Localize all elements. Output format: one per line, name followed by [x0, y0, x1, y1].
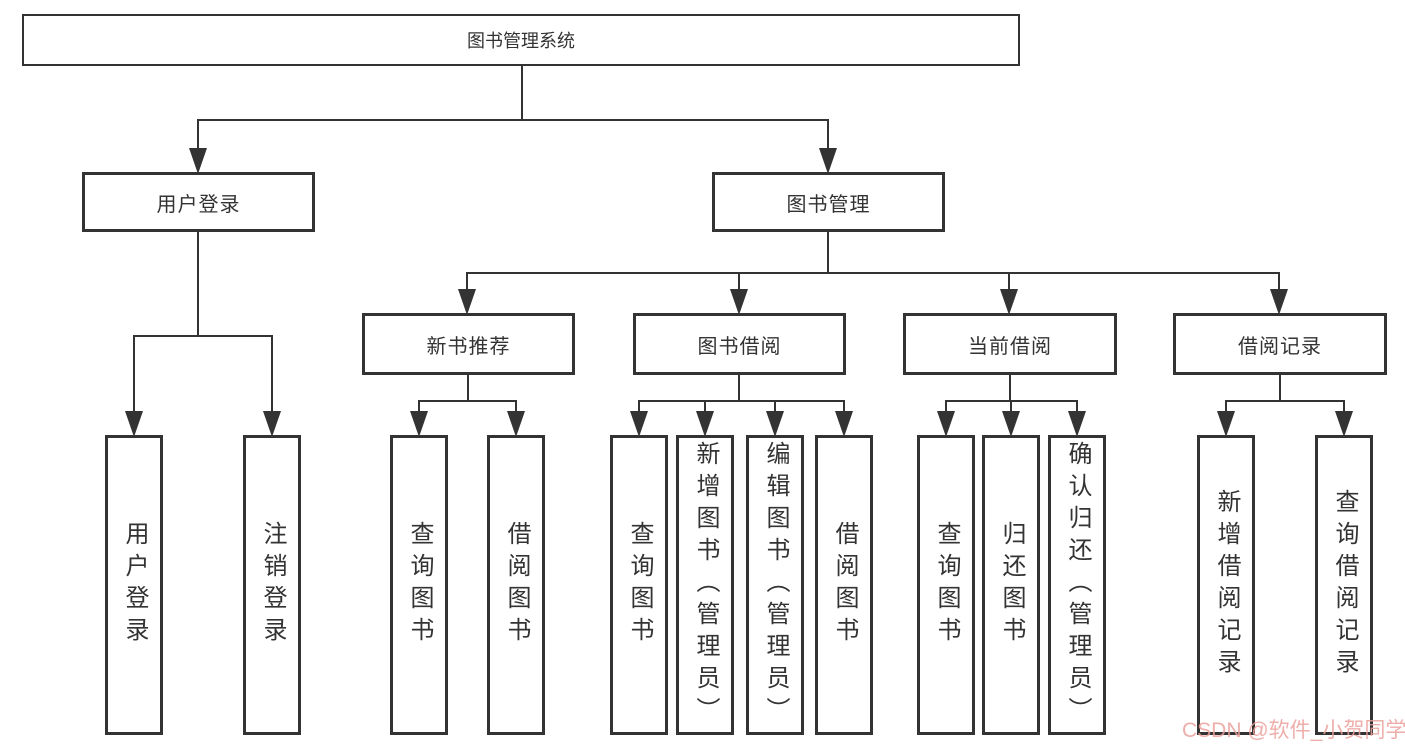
leaf-add-books-admin: 新增图书（管理员）: [676, 435, 734, 735]
node-label: 新增借阅记录: [1213, 489, 1240, 681]
connector-line: [843, 400, 845, 416]
connector-line: [197, 119, 829, 121]
node-label: 图书管理: [786, 193, 871, 216]
connector-line: [1076, 400, 1078, 416]
arrowhead-down-icon: [835, 411, 853, 437]
node-label: 新增图书（管理员）: [692, 441, 719, 729]
leaf-confirm-return-admin: 确认归还（管理员）: [1048, 435, 1106, 735]
connector-line: [418, 400, 517, 402]
node-borrow-records: 借阅记录: [1173, 313, 1387, 375]
connector-line: [738, 375, 740, 402]
connector-line: [197, 232, 199, 335]
node-label: 用户登录: [156, 193, 241, 216]
connector-line: [1225, 400, 1227, 416]
arrowhead-down-icon: [507, 411, 525, 437]
connector-line: [133, 335, 135, 417]
connector-line: [704, 400, 706, 416]
arrowhead-down-icon: [125, 411, 143, 437]
node-book-borrow: 图书借阅: [633, 313, 846, 375]
arrowhead-down-icon: [730, 289, 748, 315]
connector-line: [945, 400, 947, 416]
connector-line: [467, 375, 469, 402]
leaf-add-borrow-record: 新增借阅记录: [1197, 435, 1255, 735]
connector-line: [827, 119, 829, 153]
node-label: 确认归还（管理员）: [1064, 441, 1091, 729]
connector-line: [1343, 400, 1345, 416]
connector-line: [418, 400, 420, 416]
node-label: 借阅记录: [1238, 335, 1322, 358]
node-label: 查询借阅记录: [1331, 489, 1358, 681]
connector-line: [1008, 272, 1010, 294]
node-user-login-group: 用户登录: [82, 172, 315, 232]
arrowhead-down-icon: [630, 411, 648, 437]
connector-line: [466, 272, 1280, 274]
arrowhead-down-icon: [1270, 289, 1288, 315]
leaf-edit-books-admin: 编辑图书（管理员）: [746, 435, 804, 735]
connector-line: [1009, 375, 1011, 402]
node-label: 借阅图书: [503, 521, 530, 649]
node-label: 编辑图书（管理员）: [762, 441, 789, 729]
connector-line: [133, 335, 273, 337]
leaf-return-books: 归还图书: [982, 435, 1040, 735]
connector-line: [638, 400, 845, 402]
connector-line: [738, 272, 740, 294]
connector-line: [1010, 400, 1012, 416]
connector-line: [515, 400, 517, 416]
node-label: 注销登录: [259, 521, 286, 649]
connector-line: [521, 66, 523, 119]
leaf-query-books-current: 查询图书: [917, 435, 975, 735]
node-book-management-group: 图书管理: [712, 172, 945, 232]
arrowhead-down-icon: [766, 411, 784, 437]
arrowhead-down-icon: [1335, 411, 1353, 437]
leaf-borrow-books-recommend: 借阅图书: [487, 435, 545, 735]
node-root-system: 图书管理系统: [22, 14, 1020, 66]
arrowhead-down-icon: [410, 411, 428, 437]
leaf-logout: 注销登录: [243, 435, 301, 735]
arrowhead-down-icon: [937, 411, 955, 437]
node-label: 图书管理系统: [467, 31, 575, 51]
node-label: 归还图书: [998, 521, 1025, 649]
connector-line: [774, 400, 776, 416]
watermark: CSDN @软件_小贺同学: [1182, 719, 1405, 742]
connector-line: [466, 272, 468, 294]
leaf-query-books-borrow: 查询图书: [610, 435, 668, 735]
leaf-query-borrow-record: 查询借阅记录: [1315, 435, 1373, 735]
node-label: 查询图书: [626, 521, 653, 649]
arrowhead-down-icon: [263, 411, 281, 437]
connector-line: [1278, 272, 1280, 294]
connector-line: [1225, 400, 1345, 402]
leaf-borrow-books: 借阅图书: [815, 435, 873, 735]
leaf-query-books-recommend: 查询图书: [390, 435, 448, 735]
arrowhead-down-icon: [1000, 289, 1018, 315]
node-label: 图书借阅: [697, 335, 782, 358]
arrowhead-down-icon: [1002, 411, 1020, 437]
node-label: 查询图书: [933, 521, 960, 649]
node-label: 当前借阅: [968, 335, 1052, 358]
node-label: 借阅图书: [831, 521, 858, 649]
arrowhead-down-icon: [189, 148, 207, 174]
node-label: 查询图书: [406, 521, 433, 649]
arrowhead-down-icon: [696, 411, 714, 437]
node-label: 新书推荐: [426, 335, 511, 358]
connector-line: [197, 119, 199, 153]
node-label: 用户登录: [121, 521, 148, 649]
leaf-user-login: 用户登录: [105, 435, 163, 735]
arrowhead-down-icon: [1068, 411, 1086, 437]
arrowhead-down-icon: [458, 289, 476, 315]
arrowhead-down-icon: [1217, 411, 1235, 437]
connector-line: [638, 400, 640, 416]
connector-line: [827, 232, 829, 274]
connector-line: [1279, 375, 1281, 402]
node-new-book-recommend: 新书推荐: [362, 313, 575, 375]
connector-line: [271, 335, 273, 417]
arrowhead-down-icon: [819, 148, 837, 174]
node-current-borrow: 当前借阅: [903, 313, 1117, 375]
